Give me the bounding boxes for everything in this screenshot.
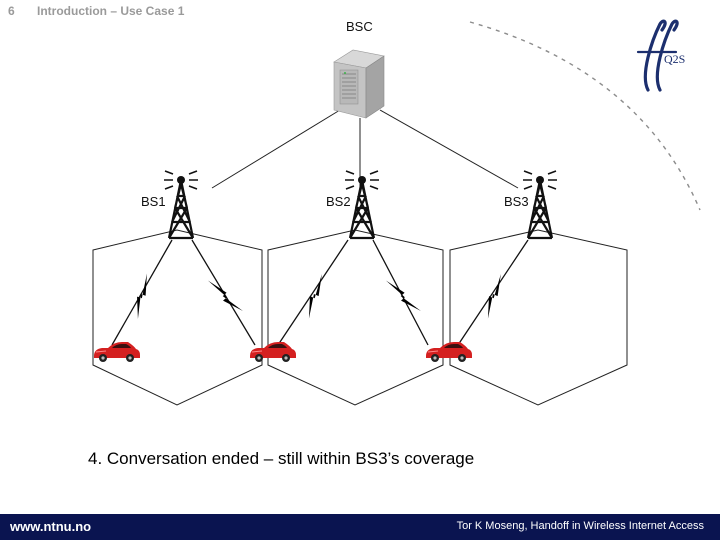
link-bsc-bs1 xyxy=(211,109,341,189)
bs1-label: BS1 xyxy=(141,194,166,209)
cell-bs3 xyxy=(449,229,628,406)
signal-bolt-icon xyxy=(296,273,335,319)
link-bsc-bs3 xyxy=(379,109,519,189)
car-icon xyxy=(93,341,141,363)
signal-bolt-icon xyxy=(385,272,421,319)
bs3-label: BS3 xyxy=(504,194,529,209)
footer-bar: www.ntnu.no Tor K Moseng, Handoff in Wir… xyxy=(0,514,720,540)
caption: 4. Conversation ended – still within BS3… xyxy=(88,449,475,468)
footer-url[interactable]: www.ntnu.no xyxy=(10,519,92,534)
bsc-server-icon xyxy=(333,49,385,119)
slide-title: Introduction – Use Case 1 xyxy=(37,4,185,18)
q2s-logo-text: Q2S xyxy=(664,52,686,66)
car-icon xyxy=(249,341,297,363)
cell-bs2 xyxy=(267,229,444,406)
signal-bolt-icon xyxy=(475,273,514,319)
footer-credit: Tor K Moseng, Handoff in Wireless Intern… xyxy=(456,520,704,532)
bs1-tower-icon xyxy=(162,169,200,240)
slide-number: 6 xyxy=(8,4,15,18)
bs2-label: BS2 xyxy=(326,194,351,209)
car-icon xyxy=(425,341,473,363)
bsc-label: BSC xyxy=(346,19,373,34)
q2s-logo xyxy=(636,19,679,92)
decorative-arc xyxy=(469,21,701,211)
cell-bs1 xyxy=(92,229,263,406)
